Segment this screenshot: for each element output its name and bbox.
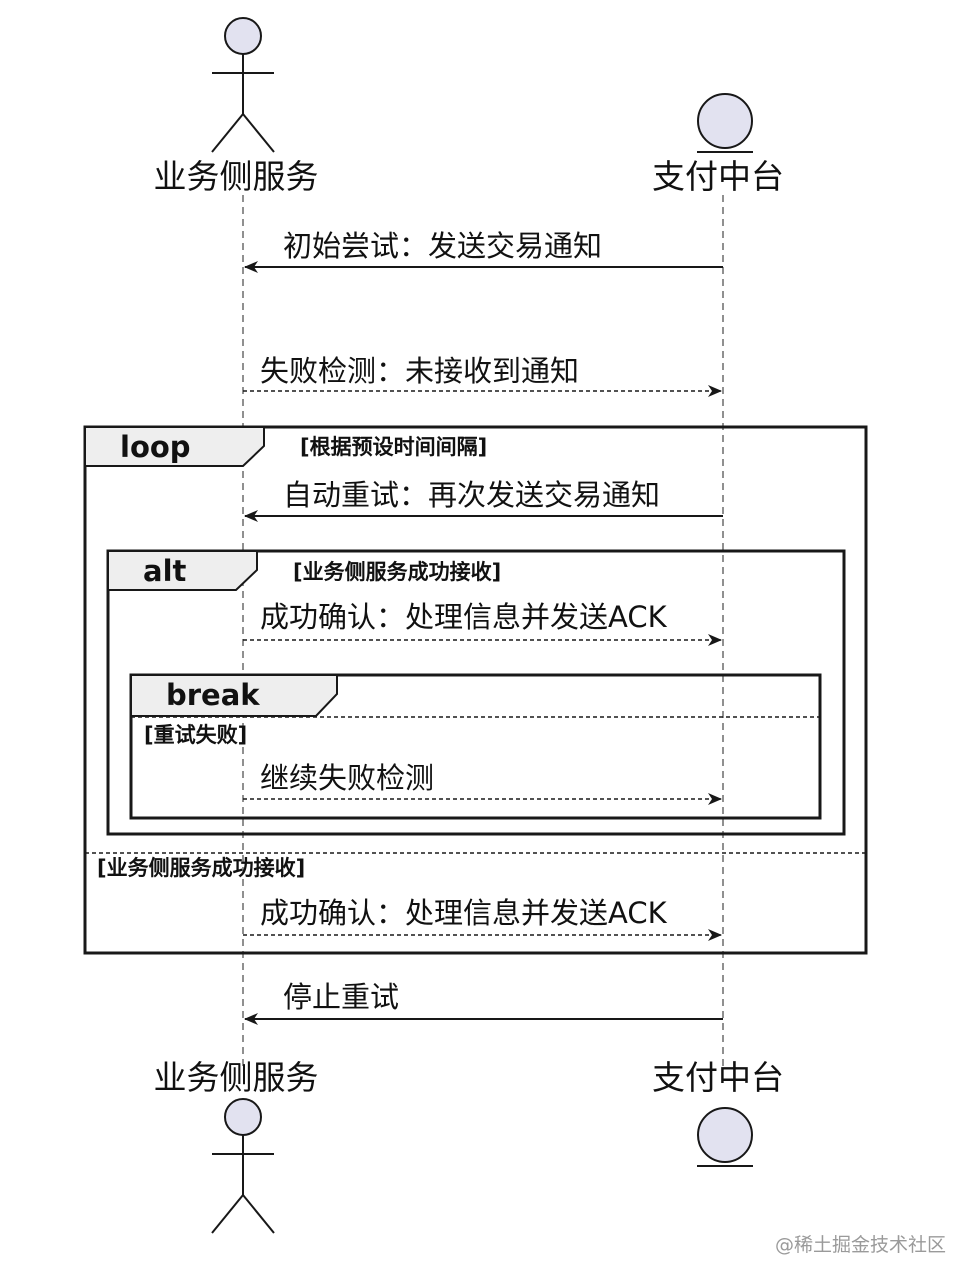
alt-frame	[106, 549, 846, 836]
message-label-2: 失败检测：未接收到通知	[260, 354, 579, 388]
participant-right-bottom: 支付中台	[652, 1058, 784, 1097]
message-label-5: 继续失败检测	[260, 761, 434, 795]
loop-keyword: loop	[120, 430, 191, 464]
entity-top-icon	[697, 93, 753, 153]
loop-frame	[83, 425, 868, 955]
actor-bottom-icon	[211, 1098, 275, 1234]
participant-left-top: 业务侧服务	[154, 157, 319, 196]
break-frame	[129, 673, 822, 820]
entity-bottom-icon	[697, 1107, 753, 1167]
message-label-3: 自动重试：再次发送交易通知	[283, 478, 660, 512]
message-label-6: 成功确认：处理信息并发送ACK	[260, 896, 668, 930]
alt-keyword: alt	[143, 554, 187, 588]
message-label-4: 成功确认：处理信息并发送ACK	[260, 600, 668, 634]
break-guard: [重试失败]	[144, 723, 247, 747]
actor-top-icon	[211, 17, 275, 153]
watermark: @稀土掘金技术社区	[775, 1234, 946, 1256]
break-keyword: break	[166, 678, 260, 712]
message-label-7: 停止重试	[283, 980, 399, 1014]
loop-guard: [根据预设时间间隔]	[300, 435, 487, 459]
alt-guard: [业务侧服务成功接收]	[293, 560, 501, 584]
participant-right-top: 支付中台	[652, 157, 784, 196]
loop-else-guard: [业务侧服务成功接收]	[97, 856, 305, 880]
message-label-1: 初始尝试：发送交易通知	[283, 229, 602, 263]
participant-left-bottom: 业务侧服务	[154, 1058, 319, 1097]
